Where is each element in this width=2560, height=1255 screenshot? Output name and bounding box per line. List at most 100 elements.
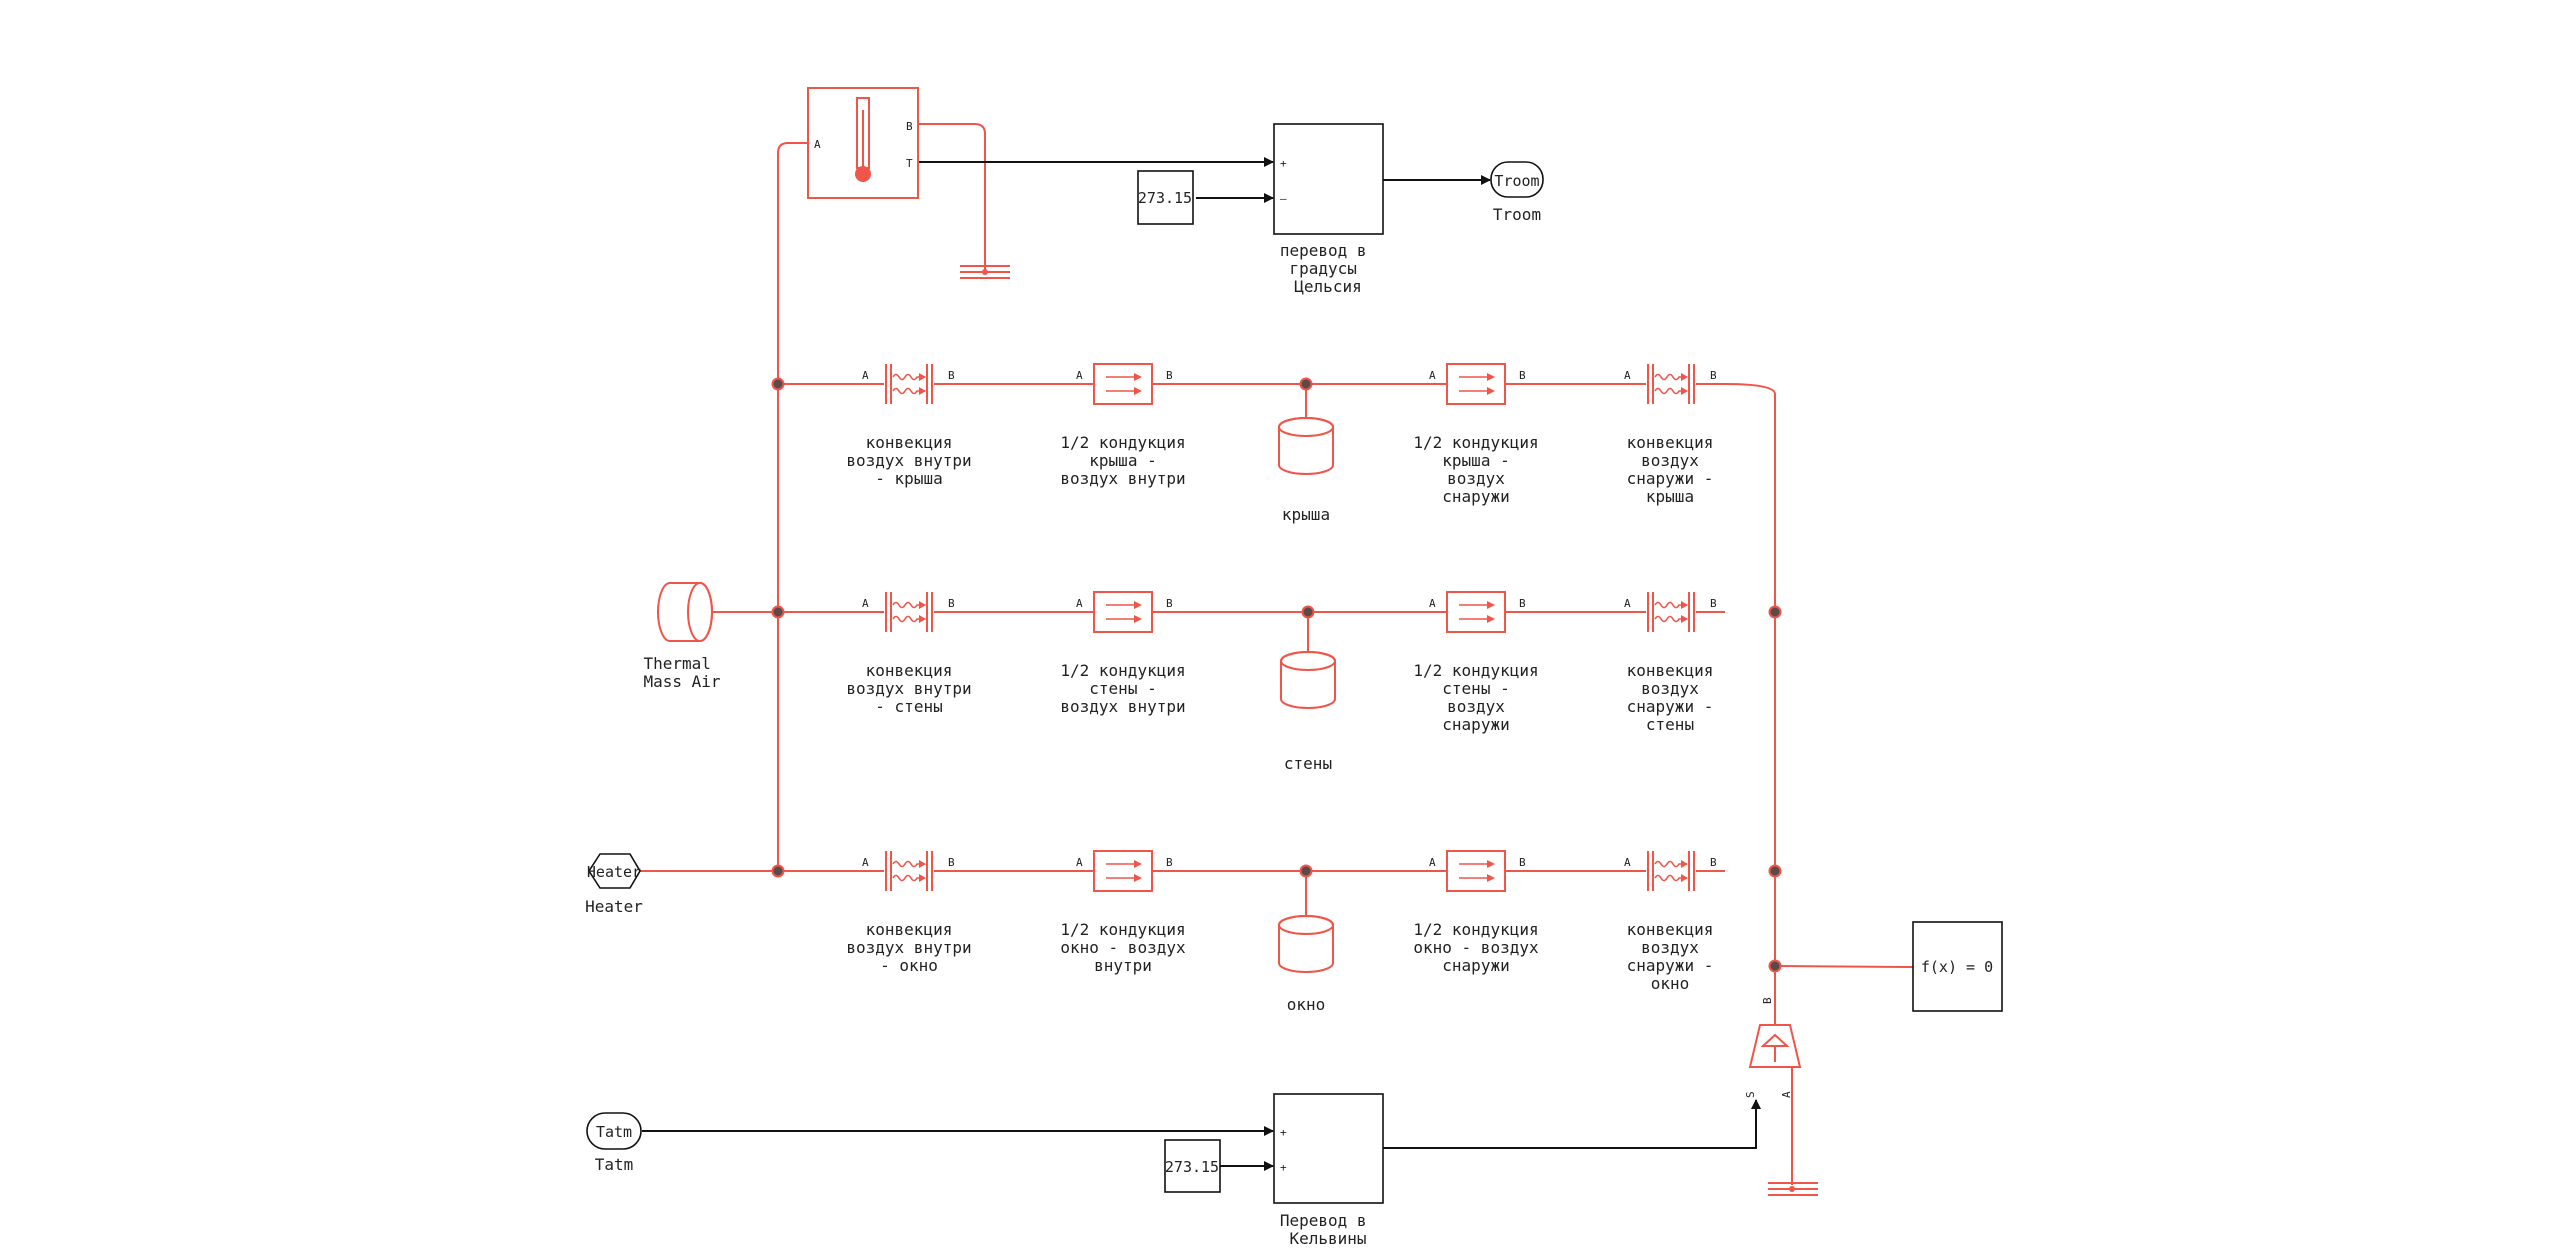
- junction-node: [1299, 864, 1313, 878]
- convection-outside-window-port-a: A: [1624, 856, 1631, 869]
- celsius-minus-port: –: [1280, 192, 1287, 205]
- convection-inside-roof-port-a: A: [862, 369, 869, 382]
- to-kelvin-block[interactable]: + +: [1273, 1093, 1384, 1204]
- kelvin-constant-value: 273.15: [1165, 1158, 1219, 1176]
- junction-node: [771, 605, 785, 619]
- heater-port[interactable]: Heater: [587, 853, 641, 889]
- conduction-inside-roof-port-b: B: [1166, 369, 1173, 382]
- source-port-s: S: [1744, 1091, 1757, 1098]
- junction-node: [1299, 377, 1313, 391]
- sensor-port-b: B: [906, 120, 913, 133]
- tatm-label: Tatm: [595, 1155, 634, 1174]
- thermal-mass-air-label: Thermal Mass Air: [643, 654, 720, 691]
- thermal-mass-window[interactable]: [1278, 915, 1334, 973]
- tatm-inport[interactable]: Tatm: [586, 1112, 642, 1150]
- tatm-tag: Tatm: [596, 1123, 632, 1141]
- to-celsius-label: перевод в градусы Цельсия: [1280, 241, 1376, 296]
- thermal-mass-roof[interactable]: [1278, 417, 1334, 475]
- celsius-plus-port: +: [1280, 157, 1287, 170]
- troom-tag: Troom: [1494, 172, 1539, 190]
- conduction-inside-window-port-a: A: [1076, 856, 1083, 869]
- convection-inside-walls-port-a: A: [862, 597, 869, 610]
- heater-tag: Heater: [587, 863, 641, 881]
- temperature-sensor[interactable]: A B T: [807, 87, 919, 199]
- controlled-temperature-source[interactable]: B S A: [1744, 997, 1802, 1098]
- junction-node: [771, 377, 785, 391]
- junction-node: [1768, 959, 1782, 973]
- junction-node: [1768, 605, 1782, 619]
- celsius-constant-block[interactable]: 273.15: [1137, 170, 1194, 225]
- conduction-outside-roof-port-a: A: [1429, 369, 1436, 382]
- conduction-outside-window-port-a: A: [1429, 856, 1436, 869]
- convection-outside-roof-port-b: B: [1710, 369, 1717, 382]
- conduction-outside-walls-port-a: A: [1429, 597, 1436, 610]
- convection-inside-walls-port-b: B: [948, 597, 955, 610]
- celsius-constant-value: 273.15: [1138, 189, 1192, 207]
- convection-outside-roof-port-a: A: [1624, 369, 1631, 382]
- conduction-inside-walls-port-b: B: [1166, 597, 1173, 610]
- conduction-outside-walls-port-b: B: [1519, 597, 1526, 610]
- thermal-wires: [640, 123, 1914, 1185]
- sensor-port-t: T: [906, 157, 913, 170]
- junction-node: [1301, 605, 1315, 619]
- conduction-inside-roof-port-a: A: [1076, 369, 1083, 382]
- thermal-mass-label-window: окно: [1287, 995, 1326, 1014]
- source-port-b: B: [1761, 997, 1774, 1004]
- thermal-mass-air[interactable]: [657, 582, 713, 642]
- convection-inside-roof-port-b: B: [948, 369, 955, 382]
- troom-label: Troom: [1493, 205, 1541, 224]
- thermal-mass-walls[interactable]: [1280, 651, 1336, 709]
- convection-inside-window-port-a: A: [862, 856, 869, 869]
- ground-dot: [982, 269, 988, 275]
- convection-inside-window-port-b: B: [948, 856, 955, 869]
- thermal-mass-label-roof: крыша: [1282, 505, 1330, 524]
- troom-outport[interactable]: Troom: [1490, 161, 1544, 198]
- ground-dot: [1789, 1186, 1795, 1192]
- convection-outside-walls-port-b: B: [1710, 597, 1717, 610]
- junction-node: [771, 864, 785, 878]
- convection-outside-window-port-b: B: [1710, 856, 1717, 869]
- solver-label: f(x) = 0: [1921, 958, 1993, 976]
- thermal-mass-label-walls: стены: [1284, 754, 1332, 773]
- junction-nodes: [771, 269, 1795, 1192]
- heater-label: Heater: [585, 897, 643, 916]
- kelvin-constant-block[interactable]: 273.15: [1164, 1139, 1221, 1193]
- signal-wires: [642, 157, 1761, 1171]
- conduction-inside-window-port-b: B: [1166, 856, 1173, 869]
- to-celsius-block[interactable]: + –: [1273, 123, 1384, 235]
- solver-configuration[interactable]: f(x) = 0: [1912, 921, 2003, 1012]
- kelvin-plus-port-1: +: [1280, 1126, 1287, 1139]
- junction-node: [1768, 864, 1782, 878]
- conduction-outside-roof-port-b: B: [1519, 369, 1526, 382]
- conduction-outside-window-port-b: B: [1519, 856, 1526, 869]
- source-port-a: A: [1780, 1091, 1793, 1098]
